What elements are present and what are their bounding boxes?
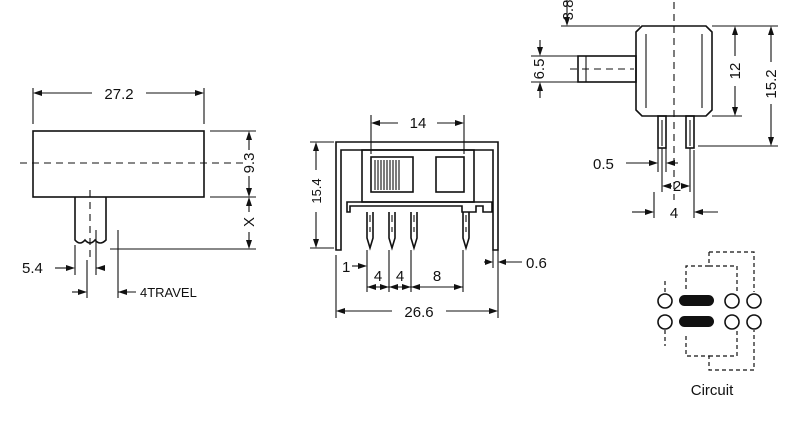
side-view-pin-4 [462, 212, 470, 251]
side-view-pin-2 [388, 212, 396, 251]
side-view-pin-offset-label: 1 [342, 259, 350, 276]
end-view-housing [635, 25, 713, 117]
side-view-window [435, 156, 465, 193]
side-view-slider [370, 156, 414, 193]
circuit-terminal-2 [724, 293, 740, 309]
side-view-slider-ribs [374, 160, 400, 190]
side-view: 14 15.4 1 4 4 8 0.6 [309, 115, 547, 321]
front-view-travel-label: 4TRAVEL [140, 285, 197, 300]
circuit-contact-bar-1 [679, 295, 714, 306]
end-view-pin-pitch-label: 2 [673, 178, 681, 195]
side-view-pitch-c-label: 8 [433, 268, 441, 285]
side-view-overall-width-label: 26.6 [404, 304, 433, 321]
front-view-x-label: X [241, 217, 258, 227]
circuit-terminal-6 [746, 314, 762, 330]
circuit-diagram: Circuit [657, 251, 762, 399]
side-view-frame [335, 141, 499, 251]
end-view-knob [577, 55, 637, 83]
front-view-width-label: 27.2 [104, 86, 133, 103]
circuit-terminal-1 [657, 293, 673, 309]
circuit-caption: Circuit [691, 382, 734, 399]
side-view-pin-3 [410, 212, 418, 251]
end-view-knob-label: 6.5 [531, 59, 548, 80]
side-view-height-label: 15.4 [309, 178, 324, 203]
end-view-total-label: 15.2 [763, 69, 780, 98]
side-view-pitch-b-label: 4 [396, 268, 404, 285]
side-view-base [346, 201, 493, 213]
front-view-height-label: 9.3 [241, 153, 258, 174]
side-view-thickness-label: 0.6 [526, 255, 547, 272]
circuit-contact-bar-2 [679, 316, 714, 327]
side-view-top-width-label: 14 [410, 115, 427, 132]
circuit-terminal-5 [724, 314, 740, 330]
end-view-body-label: 12 [727, 63, 744, 80]
end-view-pin-width-label: 0.5 [593, 156, 614, 173]
circuit-terminal-3 [746, 293, 762, 309]
end-view: 3.8 6.5 12 15.2 0.5 [531, 0, 780, 222]
side-view-housing [361, 149, 475, 203]
front-view: 27.2 9.3 X 5.4 4TRAVEL [20, 86, 258, 300]
side-view-pin-1 [366, 212, 374, 251]
side-view-pitch-a-label: 4 [374, 268, 382, 285]
end-view-row-pitch-label: 4 [670, 205, 678, 222]
circuit-terminal-4 [657, 314, 673, 330]
end-view-top-label: 3.8 [560, 0, 577, 20]
front-view-offset-label: 5.4 [22, 260, 43, 277]
front-view-body [32, 130, 205, 198]
